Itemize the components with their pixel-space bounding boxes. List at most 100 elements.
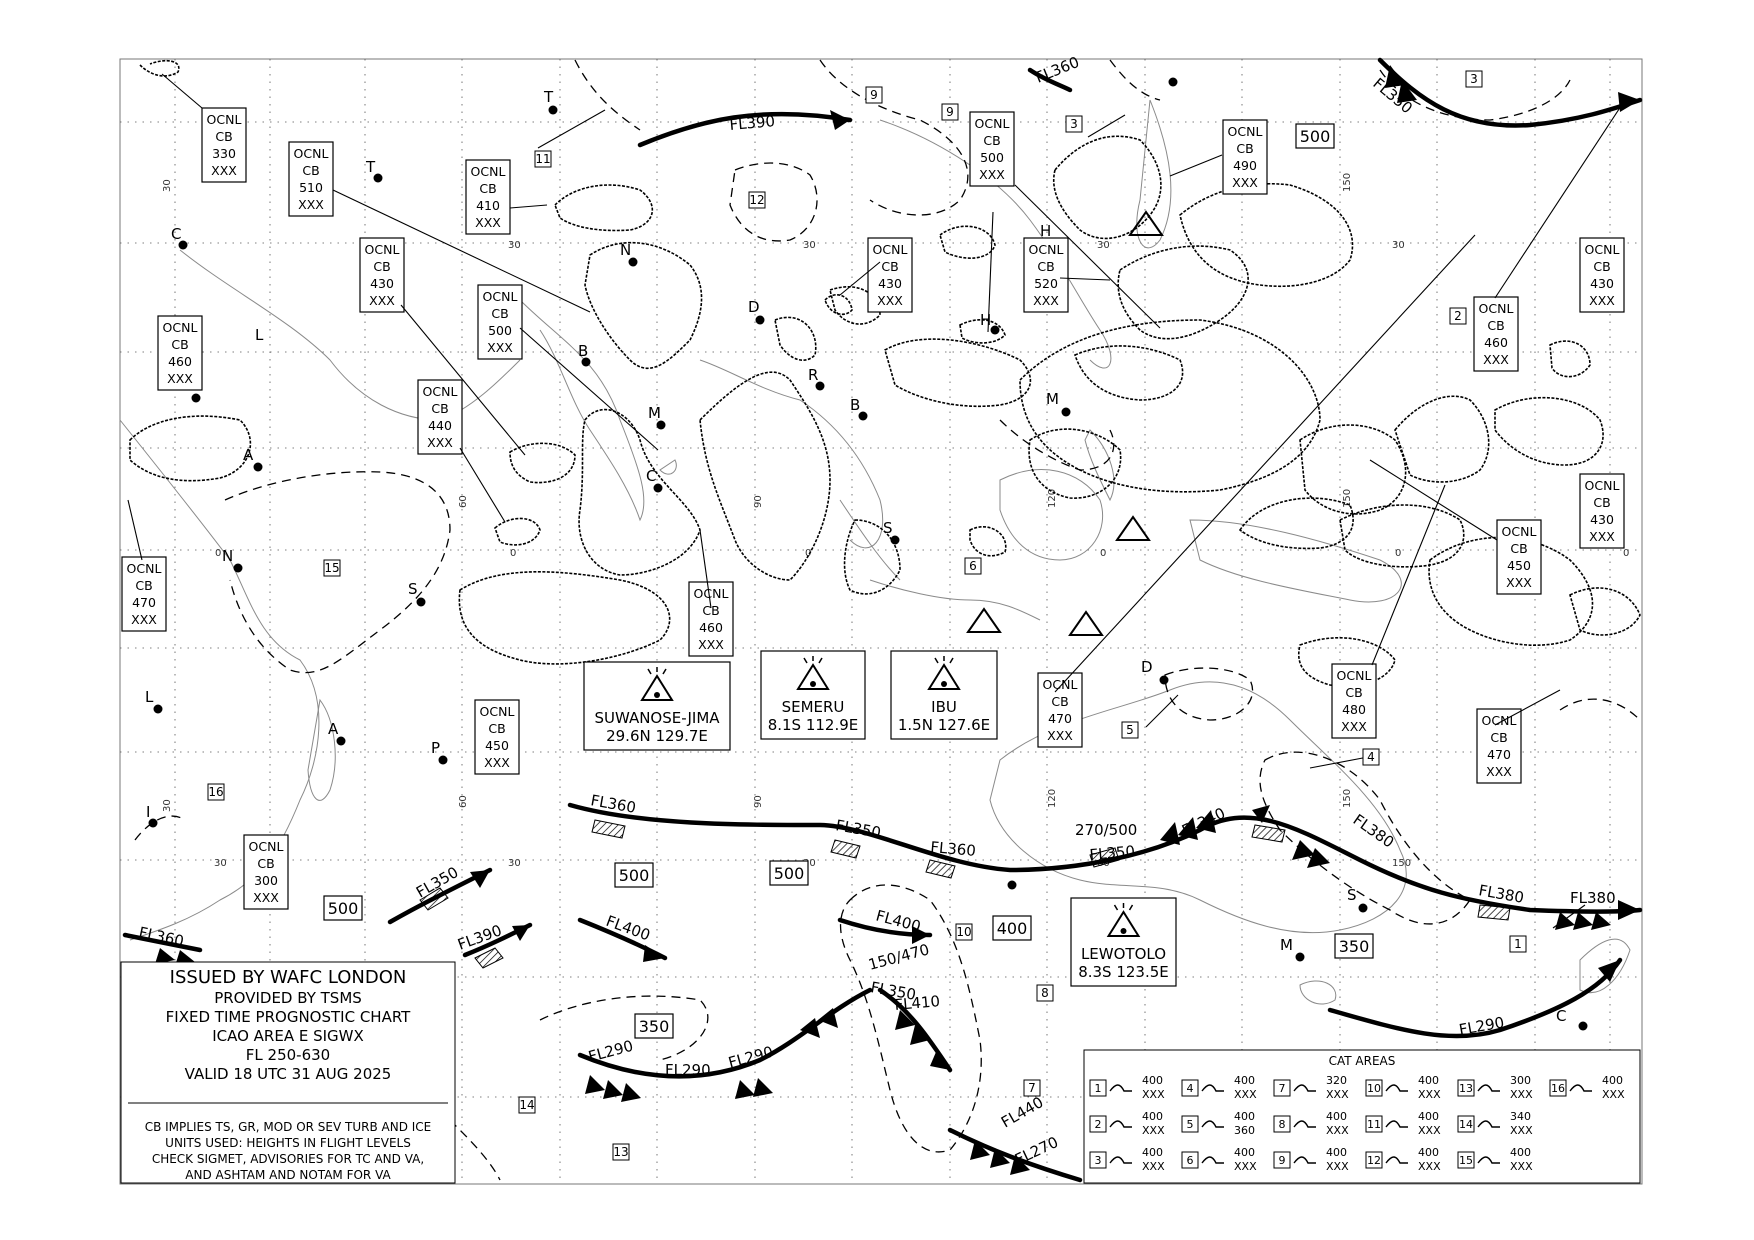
- turbulence-icon: [1385, 1084, 1408, 1092]
- cat-item-number: 8: [1279, 1118, 1286, 1131]
- cb-box-text: OCNL: [480, 704, 515, 719]
- area-number-box: 10: [955, 923, 973, 941]
- wind-barb: [753, 1078, 773, 1097]
- cat-item-number-box: [1089, 1151, 1107, 1169]
- area-number-box: 9: [941, 103, 959, 121]
- volcano-ash-mark: [949, 657, 954, 664]
- cat-item-base: 360: [1234, 1124, 1255, 1137]
- city-dot: [1159, 675, 1169, 685]
- area-number-frame: [964, 557, 982, 575]
- area-number-box: 3: [1465, 70, 1483, 88]
- cat-item-number: 14: [1459, 1118, 1473, 1131]
- city-label: S: [883, 519, 893, 537]
- leader-line: [1059, 277, 1111, 281]
- cat-item-number-box: [1273, 1151, 1291, 1169]
- cb-box-text: 430: [1590, 512, 1614, 527]
- area-number: 2: [1454, 309, 1462, 323]
- city-dot: [373, 173, 383, 183]
- tropopause-value: 500: [1300, 127, 1331, 146]
- wind-barb: [970, 1140, 990, 1160]
- grat-label: 150: [1342, 173, 1353, 192]
- wind-barb: [818, 1008, 838, 1028]
- cb-box-text: 300: [254, 873, 278, 888]
- cb-cloud-area: [1074, 345, 1184, 401]
- tropopause-frame: [1295, 123, 1335, 149]
- cb-box-frame: [1476, 708, 1522, 784]
- jet-arrowhead: [912, 926, 930, 944]
- city-dot: [548, 105, 558, 115]
- area-number: 4: [1367, 750, 1375, 764]
- volcano-vent: [1120, 928, 1127, 934]
- area-number-frame: [207, 783, 225, 801]
- volcano-ash-mark: [934, 657, 939, 664]
- leader-line: [1087, 114, 1126, 138]
- jet-arrowhead: [1618, 900, 1640, 920]
- cb-box-text: CB: [1345, 685, 1362, 700]
- cb-cloud-area: [774, 316, 817, 361]
- cb-box-text: OCNL: [207, 112, 242, 127]
- cat-item-top: 400: [1326, 1146, 1347, 1159]
- issuer-line: VALID 18 UTC 31 AUG 2025: [185, 1065, 392, 1083]
- jet-label: FL410: [894, 992, 941, 1014]
- turbulence-icon: [1385, 1156, 1408, 1164]
- cb-box-text: CB: [302, 163, 319, 178]
- grat-label: 150: [1342, 489, 1353, 508]
- wind-barb: [1573, 912, 1593, 930]
- city-dot: [416, 597, 426, 607]
- leader-line: [1169, 154, 1223, 177]
- jet-arrowheads: [470, 92, 1640, 1070]
- cat-areas-legend: CAT AREAS 1400XXX2400XXX3400XXX4400XXX54…: [1083, 1049, 1641, 1184]
- jet-label: FL390: [729, 112, 776, 134]
- grat-label: 0: [215, 548, 221, 559]
- cat-item-base: XXX: [1510, 1160, 1533, 1173]
- cat-item-number-box: [1089, 1079, 1107, 1097]
- city-label: M: [1280, 936, 1293, 954]
- leader-line: [1054, 234, 1476, 693]
- city-dot: [178, 240, 188, 250]
- volcano-position: 29.6N 129.7E: [606, 727, 708, 745]
- volcano-position: 8.3S 123.5E: [1078, 963, 1169, 981]
- cat-item-number-box: [1365, 1151, 1383, 1169]
- tropopause-value: 500: [619, 866, 650, 885]
- leader-line: [519, 327, 659, 451]
- cat-item-base: XXX: [1142, 1088, 1165, 1101]
- city-label: L: [145, 688, 154, 706]
- grat-label: 30: [803, 240, 816, 251]
- cat-item-number: 10: [1367, 1082, 1381, 1095]
- volcano-vent: [810, 681, 816, 687]
- cb-box-text: 450: [1507, 558, 1531, 573]
- area-number-box: 14: [518, 1096, 536, 1114]
- cb-box-frame: [359, 237, 405, 313]
- cb-box-text: OCNL: [1585, 478, 1620, 493]
- jet-stream: [947, 1127, 1083, 1183]
- city-dot: [581, 357, 591, 367]
- cb-box-text: XXX: [1232, 175, 1258, 190]
- cb-box-text: 480: [1342, 702, 1366, 717]
- cb-cloud-area: [1299, 424, 1407, 515]
- cb-box-text: 410: [476, 198, 500, 213]
- cat-item-top: 400: [1418, 1074, 1439, 1087]
- turbulence-icon: [1201, 1156, 1224, 1164]
- volcano-ash-mark: [818, 657, 823, 664]
- cb-box-text: CB: [1593, 495, 1610, 510]
- turbulence-icon: [1109, 1084, 1132, 1092]
- cat-item-number-box: [1549, 1079, 1567, 1097]
- grat-label: 30: [162, 179, 173, 192]
- cb-box-frame: [157, 315, 203, 391]
- jet-hatch: [474, 947, 504, 969]
- cb-box-text: XXX: [211, 163, 237, 178]
- arabia-coast: [179, 249, 521, 421]
- grat-label: 30: [508, 858, 521, 869]
- grat-label: 30: [508, 240, 521, 251]
- grat-label: 90: [753, 495, 764, 508]
- volcano-icon: [1106, 910, 1141, 937]
